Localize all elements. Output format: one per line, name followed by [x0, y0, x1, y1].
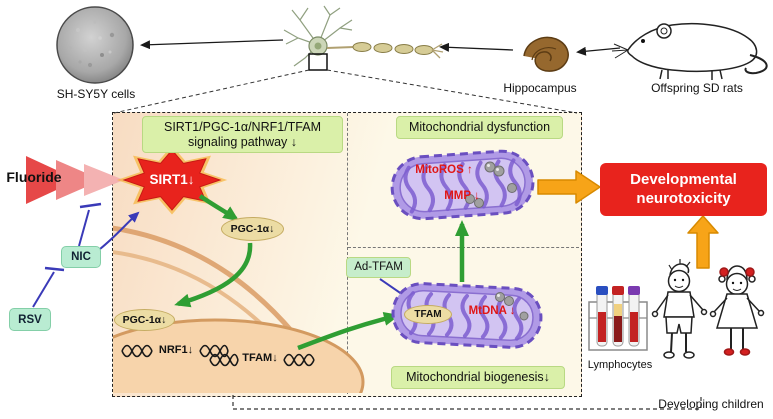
- fluoride-arrow: [26, 156, 124, 204]
- nrf1-label: NRF1↓: [158, 344, 194, 356]
- rat-illustration: [611, 22, 768, 80]
- nic-box: NIC: [61, 246, 101, 268]
- lymphocytes-label: Lymphocytes: [587, 359, 653, 371]
- hippocampus-label: Hippocampus: [503, 81, 577, 95]
- neuron-illustration: [283, 5, 444, 67]
- mito-biogenesis-box: Mitochondrial biogenesis↓: [391, 366, 565, 389]
- inner-divider-vertical: [347, 113, 348, 394]
- blood-tubes: [588, 286, 648, 351]
- tfam-nucleus-label: TFAM↓: [242, 352, 278, 364]
- orange-outcome-arrows: [537, 170, 719, 269]
- neurotoxicity-box: Developmental neurotoxicity: [600, 163, 767, 216]
- ros-spheres: [465, 161, 529, 321]
- sh-sy5y-micrograph: [56, 6, 134, 84]
- fluoride-label: Fluoride: [6, 169, 62, 185]
- dna-helix-strands: [121, 344, 315, 367]
- zoom-rectangle: [308, 53, 328, 71]
- green-pathway-arrows: [174, 194, 469, 351]
- signaling-pathway-line2: signaling pathway ↓: [187, 134, 298, 149]
- pgc1a-lower-pill: PGC-1α↓: [114, 309, 175, 331]
- ad-tfam-box: Ad-TFAM: [346, 257, 411, 278]
- bottom-dashed-connector: [232, 395, 702, 410]
- rsv-box: RSV: [9, 308, 51, 331]
- offspring-rats-label: Offspring SD rats: [651, 81, 743, 95]
- signaling-pathway-box: SIRT1/PGC-1α/NRF1/TFAM signaling pathway…: [142, 116, 343, 153]
- tfam-mito-pill: TFAM: [404, 305, 452, 324]
- developing-children-label: Developing children: [658, 397, 764, 411]
- pgc1a-upper-pill: PGC-1α↓: [221, 217, 284, 241]
- nucleus: [113, 318, 365, 393]
- mitoros-label: MitoROS ↑: [415, 164, 473, 176]
- mito-dysfunction-box: Mitochondrial dysfunction: [396, 116, 563, 139]
- mtdna-label: MtDNA ↓: [468, 305, 516, 317]
- hippocampus-illustration: [523, 36, 569, 72]
- top-flow-arrows: [140, 39, 621, 56]
- signaling-pathway-line1: SIRT1/PGC-1α/NRF1/TFAM: [163, 119, 322, 134]
- mmp-label: MMP ↓: [444, 190, 480, 202]
- sirt1-label: SIRT1↓: [149, 172, 195, 187]
- sh-sy5y-label: SH-SY5Y cells: [56, 87, 136, 101]
- blue-modulator-lines: [32, 202, 411, 308]
- zoom-dashed-lines: [113, 69, 578, 114]
- children-illustration: [651, 259, 765, 359]
